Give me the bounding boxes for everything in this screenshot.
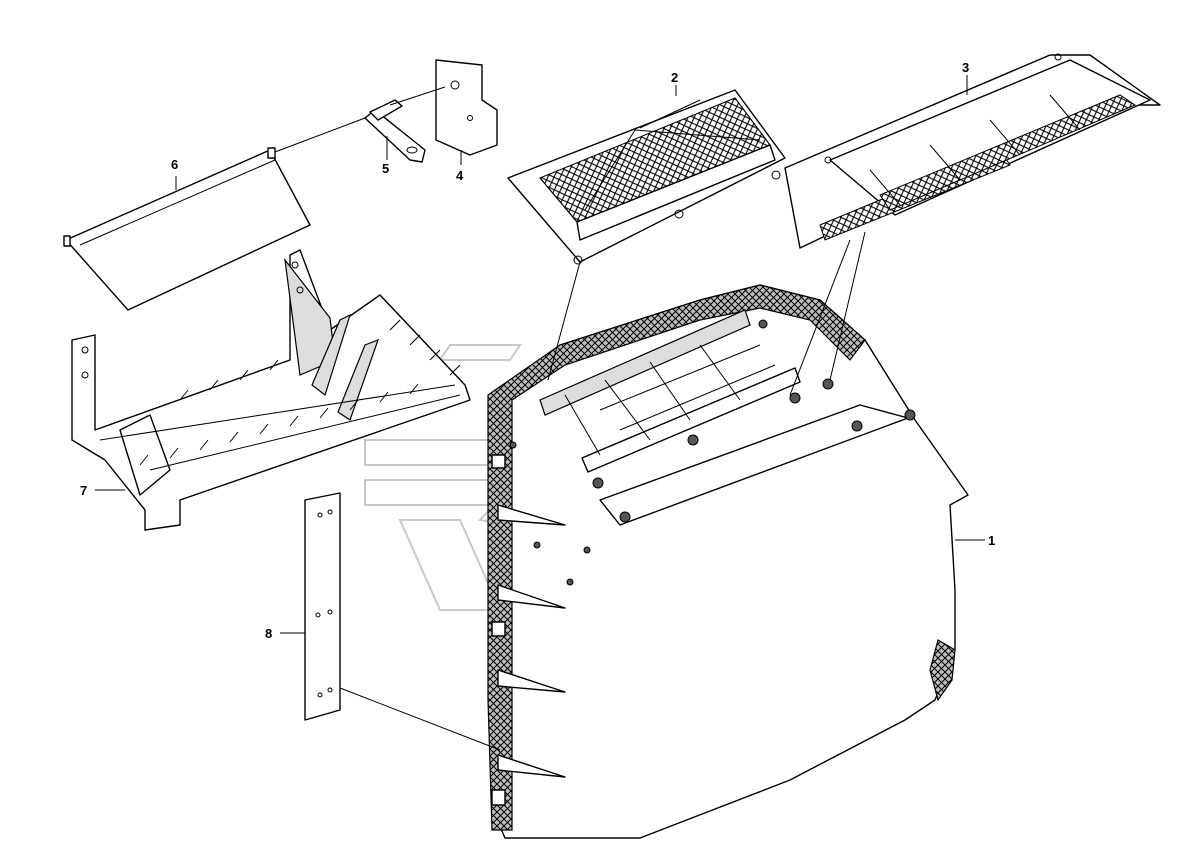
callout-6: 6 xyxy=(171,157,178,172)
callout-8: 8 xyxy=(265,626,272,641)
tray-frame-part-7 xyxy=(71,249,471,531)
leader-lines xyxy=(95,75,985,751)
callout-1: 1 xyxy=(988,533,995,548)
callout-4: 4 xyxy=(456,168,464,183)
housing-part-1 xyxy=(487,284,969,839)
callout-3: 3 xyxy=(962,60,969,75)
lever-part-5 xyxy=(364,99,426,163)
callout-7: 7 xyxy=(80,483,87,498)
bracket-plate-part-4 xyxy=(435,59,498,156)
flap-panel-part-6 xyxy=(63,147,311,311)
strip-part-8 xyxy=(304,492,341,721)
grille-cover-part-3 xyxy=(784,53,1161,249)
filter-frame-part-2 xyxy=(507,89,786,265)
callout-5: 5 xyxy=(382,161,389,176)
callout-labels: 1 2 3 4 5 6 7 8 xyxy=(80,60,995,641)
callout-2: 2 xyxy=(671,70,678,85)
